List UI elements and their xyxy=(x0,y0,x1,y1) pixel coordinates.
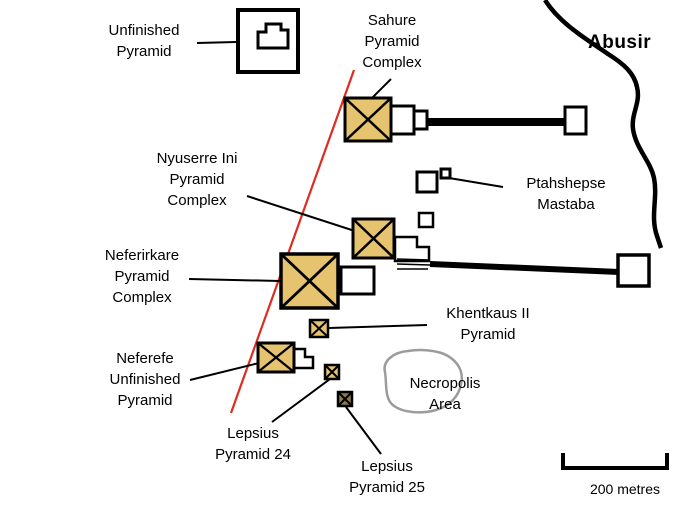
connector-lepsius24 xyxy=(271,378,331,423)
label-nyuserre-complex: Nyuserre Ini Pyramid Complex xyxy=(156,150,238,209)
necropolis-area-outline xyxy=(383,348,463,414)
connector-unfinished xyxy=(196,41,237,44)
lepsius-25-pyramid-shape xyxy=(336,390,354,408)
khentkaus-pyramid-shape xyxy=(308,318,330,339)
connector-lepsius25 xyxy=(345,406,382,455)
label-neferirkare-complex: Neferirkare Pyramid Complex xyxy=(104,247,180,306)
connector-neferefe xyxy=(189,362,260,381)
desert-edge-line xyxy=(543,0,664,249)
label-lepsius-25: Lepsius Pyramid 25 xyxy=(349,458,425,496)
label-sahure-complex: Sahure Pyramid Complex xyxy=(362,12,422,71)
label-khentkaus-pyramid: Khentkaus II Pyramid xyxy=(446,305,530,343)
nyuserre-pyramid-complex-shape xyxy=(351,211,651,288)
ptahshepse-mastaba-shape xyxy=(415,167,452,194)
connector-sahure xyxy=(370,78,392,100)
scale-bar xyxy=(561,453,669,470)
map-title: Abusir xyxy=(588,32,652,53)
neferefe-pyramid-shape xyxy=(256,341,315,374)
connector-nyuserre xyxy=(246,195,362,234)
connector-neferirkare xyxy=(188,278,281,282)
unfinished-pyramid-shape xyxy=(236,8,300,74)
connector-ptahshepse xyxy=(448,177,504,188)
connector-khentkaus xyxy=(328,324,428,329)
label-necropolis-area: Necropolis Area xyxy=(409,375,481,413)
label-unfinished-pyramid: Unfinished Pyramid xyxy=(108,22,180,60)
label-ptahshepse-mastaba: Ptahshepse Mastaba xyxy=(526,175,606,213)
boundary-red-line xyxy=(229,69,356,414)
lepsius-24-pyramid-shape xyxy=(323,363,341,381)
neferirkare-pyramid-complex-shape xyxy=(279,252,376,310)
label-lepsius-24: Lepsius Pyramid 24 xyxy=(215,425,291,463)
label-connector-lines xyxy=(188,41,504,455)
scale-bar-label: 200 metres xyxy=(589,481,661,497)
sahure-pyramid-complex-shape xyxy=(343,96,588,143)
label-neferefe-pyramid: Neferefe Unfinished Pyramid xyxy=(109,350,181,409)
